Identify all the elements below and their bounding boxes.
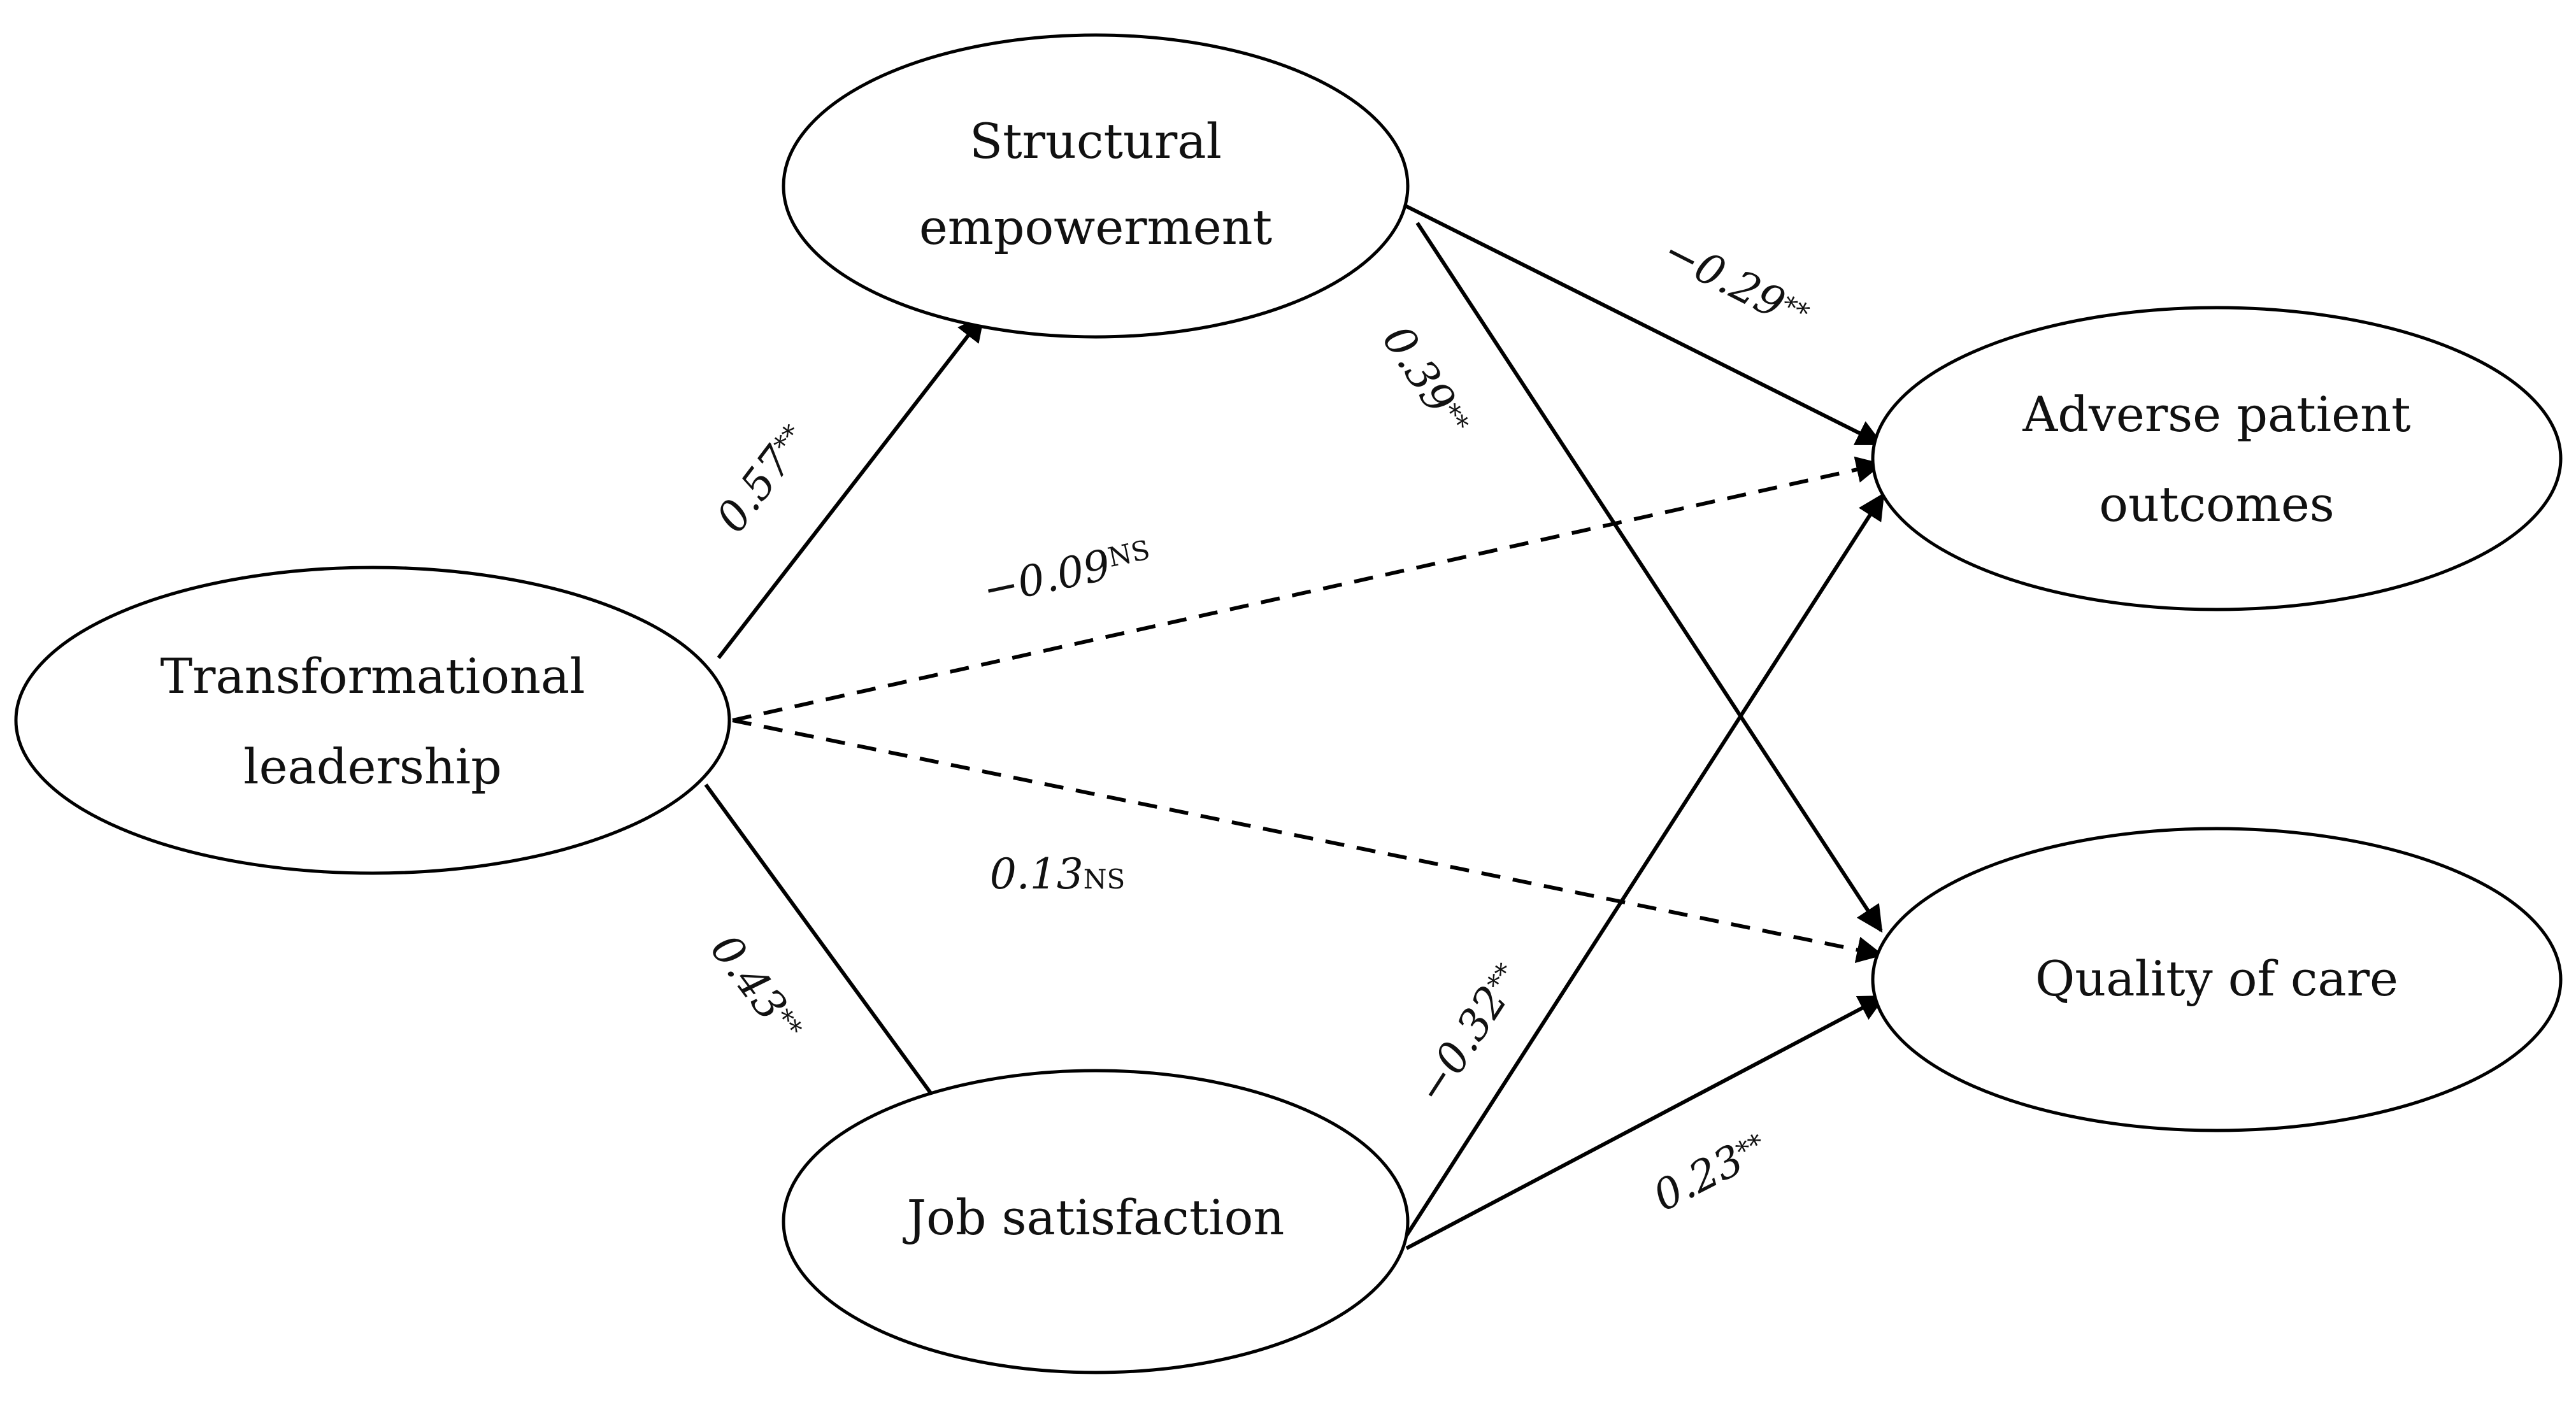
edge-tl-apo	[732, 456, 1884, 722]
coef-se-qc: 0.39**	[1373, 317, 1479, 445]
edge-js-apo	[1405, 492, 1885, 1237]
node-label-line: Job satisfaction	[903, 1189, 1285, 1246]
node-quality-of-care: Quality of care	[1871, 827, 2563, 1132]
node-structural-empowerment: Structural empowerment	[782, 33, 1410, 339]
coef-js-apo: −0.32**	[1406, 955, 1532, 1112]
coef-tl-apo: −0.09NS	[978, 531, 1156, 615]
node-label-line: outcomes	[2099, 476, 2335, 532]
node-label-line: Transformational	[160, 648, 585, 704]
edge-tl-js	[704, 783, 953, 1123]
node-label-line: Quality of care	[2035, 950, 2398, 1007]
edge-js-qc	[1405, 995, 1886, 1250]
coef-js-qc: 0.23**	[1645, 1123, 1775, 1221]
edge-tl-qc	[732, 718, 1884, 964]
coef-tl-se: 0.57**	[706, 416, 818, 541]
node-job-satisfaction: Job satisfaction	[782, 1069, 1410, 1374]
edge-tl-se	[717, 314, 985, 659]
edge-se-apo	[1403, 203, 1884, 446]
edge-se-qc	[1415, 222, 1883, 933]
coef-tl-js: 0.43**	[701, 925, 812, 1051]
node-label-line: Structural	[970, 113, 1222, 169]
node-label-line: empowerment	[919, 199, 1272, 255]
node-adverse-patient-outcomes: Adverse patient outcomes	[1871, 306, 2563, 611]
coef-tl-qc: 0.13NS	[990, 850, 1125, 899]
node-label-line: Adverse patient	[2022, 386, 2410, 443]
node-transformational-leadership: Transformational leadership	[14, 566, 731, 875]
node-label-line: leadership	[243, 738, 501, 795]
coef-se-apo: −0.29**	[1656, 226, 1817, 341]
